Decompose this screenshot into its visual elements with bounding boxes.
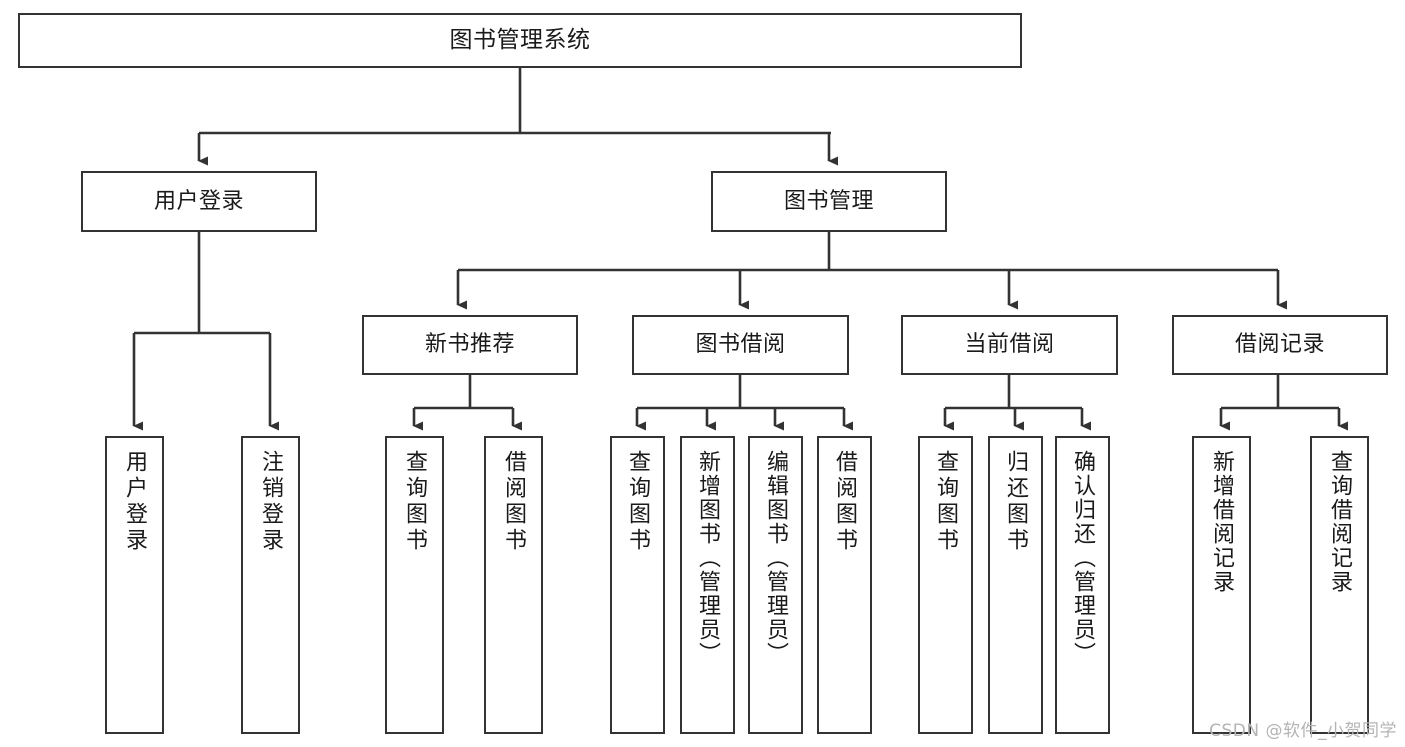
node-root[interactable]: 图书管理系统	[18, 13, 1022, 68]
node-leaf-query-book-current-label: 查询图书	[933, 450, 959, 554]
node-leaf-query-book-borrow-label: 查询图书	[625, 450, 651, 554]
node-leaf-query-book-current[interactable]: 查询图书	[918, 436, 973, 734]
node-leaf-user-login-label: 用户登录	[122, 450, 148, 554]
node-borrow-record[interactable]: 借阅记录	[1172, 315, 1388, 375]
node-new-book-recommend[interactable]: 新书推荐	[362, 315, 578, 375]
node-current-borrow-label: 当前借阅	[964, 332, 1055, 358]
node-current-borrow[interactable]: 当前借阅	[901, 315, 1118, 375]
node-leaf-edit-book-admin-label: 编辑图书（管理员）	[763, 450, 789, 666]
node-leaf-add-borrow-record[interactable]: 新增借阅记录	[1192, 436, 1251, 734]
node-leaf-edit-book-admin[interactable]: 编辑图书（管理员）	[748, 436, 803, 734]
node-leaf-return-book[interactable]: 归还图书	[988, 436, 1043, 734]
node-book-manage-label: 图书管理	[783, 188, 874, 214]
node-root-label: 图书管理系统	[449, 26, 591, 53]
node-leaf-query-book-borrow[interactable]: 查询图书	[610, 436, 665, 734]
node-leaf-return-book-label: 归还图书	[1003, 450, 1029, 554]
node-leaf-logout-label: 注销登录	[258, 450, 284, 554]
node-leaf-user-login[interactable]: 用户登录	[105, 436, 164, 734]
watermark-text: CSDN @软件_小贺同学	[1209, 721, 1397, 741]
node-book-manage[interactable]: 图书管理	[711, 171, 947, 232]
node-leaf-borrow-book-recommend-label: 借阅图书	[501, 450, 527, 554]
node-user-login-label: 用户登录	[153, 188, 244, 214]
node-borrow-record-label: 借阅记录	[1234, 332, 1325, 358]
node-leaf-borrow-book[interactable]: 借阅图书	[817, 436, 872, 734]
node-leaf-query-book-recommend-label: 查询图书	[402, 450, 428, 554]
node-leaf-confirm-return-admin-label: 确认归还（管理员）	[1070, 450, 1096, 666]
node-leaf-query-borrow-record[interactable]: 查询借阅记录	[1310, 436, 1369, 734]
node-book-borrow-label: 图书借阅	[695, 332, 786, 358]
node-leaf-query-book-recommend[interactable]: 查询图书	[385, 436, 444, 734]
node-leaf-logout[interactable]: 注销登录	[241, 436, 300, 734]
node-leaf-confirm-return-admin[interactable]: 确认归还（管理员）	[1055, 436, 1110, 734]
node-leaf-borrow-book-recommend[interactable]: 借阅图书	[484, 436, 543, 734]
node-leaf-add-book-admin[interactable]: 新增图书（管理员）	[680, 436, 735, 734]
node-book-borrow[interactable]: 图书借阅	[632, 315, 849, 375]
node-leaf-add-borrow-record-label: 新增借阅记录	[1209, 450, 1235, 594]
node-new-book-recommend-label: 新书推荐	[424, 332, 515, 358]
node-leaf-query-borrow-record-label: 查询借阅记录	[1327, 450, 1353, 594]
node-leaf-add-book-admin-label: 新增图书（管理员）	[695, 450, 721, 666]
node-leaf-borrow-book-label: 借阅图书	[832, 450, 858, 554]
node-user-login[interactable]: 用户登录	[81, 171, 317, 232]
